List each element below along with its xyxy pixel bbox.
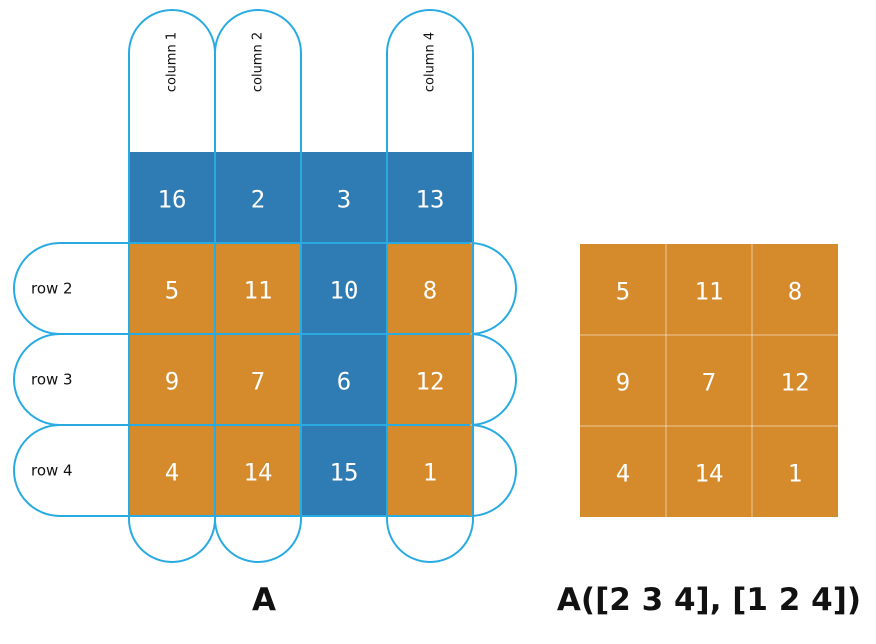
matrix-a-caption: A — [252, 582, 276, 618]
row-label: row 2 — [31, 280, 73, 298]
matrix-a-cell-value: 12 — [416, 368, 445, 396]
matrix-a: 16 2 3 13 5 11 10 8 9 7 6 12 4 14 15 1 — [60, 53, 474, 519]
row-label: row 3 — [31, 371, 73, 389]
result-cell-value: 12 — [781, 369, 810, 397]
matrix-a-cell — [387, 334, 473, 425]
result-cell — [752, 244, 838, 335]
matrix-a-cell-value: 9 — [165, 368, 179, 396]
result-cell-value: 11 — [695, 278, 724, 306]
result-matrix: 5 11 8 9 7 12 4 14 1 — [580, 244, 838, 517]
result-cell — [666, 335, 752, 426]
matrix-a-cell — [301, 243, 387, 334]
result-cell-value: 14 — [695, 460, 724, 488]
matrix-a-cell — [387, 152, 473, 243]
result-cell — [580, 335, 666, 426]
result-cell-value: 4 — [616, 460, 630, 488]
matrix-a-cell-value: 10 — [330, 277, 359, 305]
matrix-a-cell-value: 14 — [244, 459, 273, 487]
result-cell-value: 8 — [788, 278, 802, 306]
matrix-a-cell-value: 13 — [416, 186, 445, 214]
matrix-a-cell-value: 16 — [158, 186, 187, 214]
matrix-a-cell — [129, 152, 215, 243]
result-cell-value: 5 — [616, 278, 630, 306]
matrix-a-cell-value: 15 — [330, 459, 359, 487]
matrix-a-cell — [301, 152, 387, 243]
result-cell — [580, 426, 666, 517]
matrix-a-cell — [215, 152, 301, 243]
row-label: row 4 — [31, 462, 73, 480]
matrix-a-cell-value: 2 — [251, 186, 265, 214]
result-cell — [752, 335, 838, 426]
result-cell-value: 7 — [702, 369, 716, 397]
matrix-a-cell — [301, 334, 387, 425]
column-label: column 4 — [423, 32, 438, 92]
column-label: column 2 — [251, 32, 266, 92]
matrix-a-cell — [129, 243, 215, 334]
matrix-a-cell — [215, 243, 301, 334]
matrix-a-cell — [387, 425, 473, 516]
matrix-a-cell — [387, 243, 473, 334]
result-cell-value: 9 — [616, 369, 630, 397]
result-cell — [666, 244, 752, 335]
matrix-a-cell-value: 6 — [337, 368, 351, 396]
matrix-a-cell-value: 4 — [165, 459, 179, 487]
matrix-a-cell-value: 1 — [423, 459, 437, 487]
result-cell — [580, 244, 666, 335]
result-cell-value: 1 — [788, 460, 802, 488]
matrix-a-cell — [129, 334, 215, 425]
result-cell — [666, 426, 752, 517]
result-caption: A([2 3 4], [1 2 4]) — [557, 582, 861, 618]
column-label: column 1 — [165, 32, 180, 92]
matrix-a-cell — [215, 334, 301, 425]
matrix-a-cell — [301, 425, 387, 516]
matrix-a-cell — [215, 425, 301, 516]
matrix-a-cell — [129, 425, 215, 516]
matrix-a-cell-value: 5 — [165, 277, 179, 305]
selection-labels: row 2 row 3 row 4 column 1 column 2 column 4 — [31, 32, 438, 480]
result-cell — [752, 426, 838, 517]
matrix-a-cell-value: 7 — [251, 368, 265, 396]
matrix-a-cell-value: 3 — [337, 186, 351, 214]
matrix-a-cell-value: 8 — [423, 277, 437, 305]
matrix-a-cell-value: 11 — [244, 277, 273, 305]
